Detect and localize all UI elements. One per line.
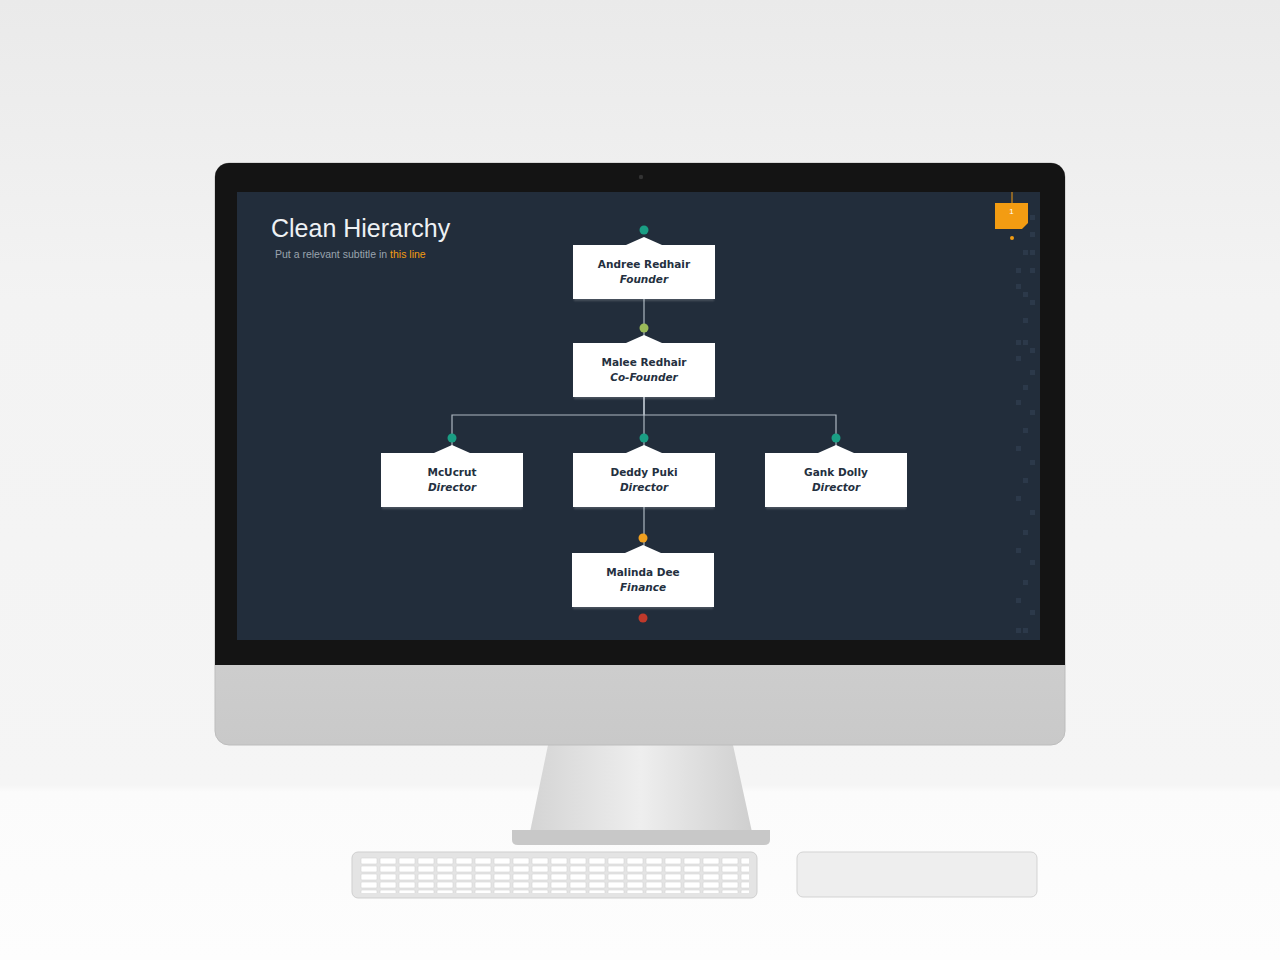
connector-dot bbox=[639, 614, 648, 623]
connector-dot bbox=[832, 434, 841, 443]
person-role: Founder bbox=[620, 272, 668, 287]
connector bbox=[644, 397, 836, 453]
screen bbox=[237, 192, 1040, 640]
subtitle-highlight: this line bbox=[390, 248, 426, 260]
decor-squares bbox=[1016, 215, 1035, 633]
subtitle: Put a relevant subtitle in bbox=[275, 248, 387, 260]
org-box: Deddy PukiDirector bbox=[573, 453, 715, 507]
page-number: 1 bbox=[995, 207, 1028, 216]
tab-line bbox=[1012, 192, 1013, 203]
connector bbox=[452, 397, 644, 453]
person-role: Director bbox=[428, 480, 476, 495]
org-box: McUcrutDirector bbox=[381, 453, 523, 507]
tab-dot bbox=[1010, 236, 1014, 240]
monitor-base bbox=[512, 830, 770, 845]
person-role: Director bbox=[620, 480, 668, 495]
connector-dot bbox=[639, 534, 648, 543]
org-box: Malinda DeeFinance bbox=[572, 553, 714, 607]
org-box: Gank DollyDirector bbox=[765, 453, 907, 507]
monitor-bezel bbox=[215, 163, 1065, 665]
person-name: Malee Redhair bbox=[601, 355, 686, 370]
connector-dot bbox=[640, 434, 649, 443]
camera bbox=[639, 175, 643, 179]
org-box: Andree RedhairFounder bbox=[573, 245, 715, 299]
person-name: McUcrut bbox=[427, 465, 476, 480]
monitor-neck bbox=[530, 745, 752, 832]
person-role: Director bbox=[812, 480, 860, 495]
page-tab bbox=[995, 203, 1028, 229]
person-role: Finance bbox=[620, 580, 666, 595]
subtitle-line: Put a relevant subtitle inthis line bbox=[275, 248, 426, 260]
person-name: Deddy Puki bbox=[610, 465, 677, 480]
person-role: Co-Founder bbox=[610, 370, 678, 385]
connector-dot bbox=[640, 324, 649, 333]
connector-dot bbox=[640, 226, 649, 235]
connector-dot bbox=[448, 434, 457, 443]
person-name: Malinda Dee bbox=[606, 565, 679, 580]
person-name: Gank Dolly bbox=[804, 465, 868, 480]
person-name: Andree Redhair bbox=[598, 257, 690, 272]
slide-title: Clean Hierarchy bbox=[271, 214, 450, 243]
keyboard-keys bbox=[360, 857, 749, 893]
keyboard bbox=[352, 852, 757, 898]
trackpad bbox=[797, 852, 1037, 897]
monitor-body bbox=[215, 163, 1065, 745]
org-box: Malee RedhairCo-Founder bbox=[573, 343, 715, 397]
